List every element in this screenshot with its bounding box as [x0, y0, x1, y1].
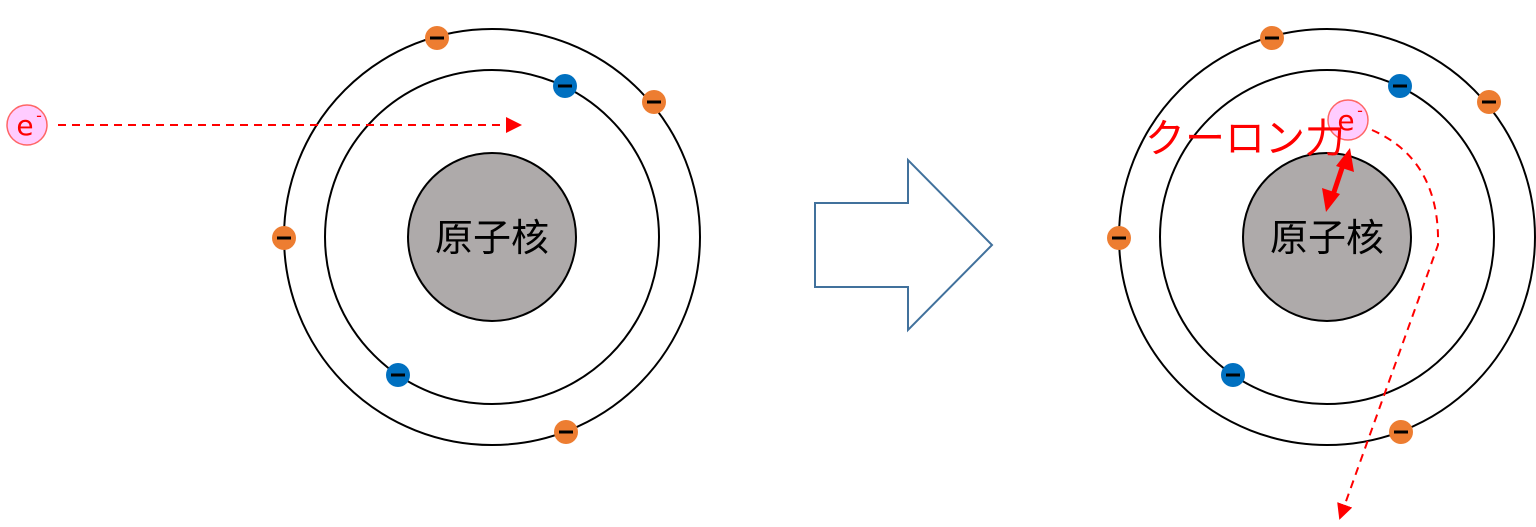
- outer-electron: [642, 90, 666, 114]
- electron-symbol: e: [16, 109, 33, 142]
- electrons-after: [1107, 26, 1501, 444]
- minus-icon: [1112, 236, 1126, 240]
- minus-icon: [1265, 36, 1279, 40]
- inner-electron: [553, 74, 577, 98]
- outer-electron: [425, 26, 449, 50]
- minus-icon: [391, 373, 405, 377]
- nucleus-label: 原子核: [1270, 216, 1384, 260]
- inner-electron: [386, 363, 410, 387]
- nucleus-label: 原子核: [435, 216, 549, 260]
- incident-electron: e -: [6, 104, 48, 146]
- atom-after: 原子核: [1118, 28, 1536, 446]
- inner-electron: [1221, 363, 1245, 387]
- minus-icon: [559, 430, 573, 434]
- outer-electron: [1389, 420, 1413, 444]
- coulomb-force-label: クーロン力: [1145, 116, 1345, 162]
- electrons-before: [272, 26, 666, 444]
- electron-charge: -: [36, 106, 42, 125]
- outer-electron: [1107, 226, 1131, 250]
- minus-icon: [1482, 100, 1496, 104]
- minus-icon: [558, 84, 572, 88]
- inner-electron: [1388, 74, 1412, 98]
- transition-arrow-icon: [814, 157, 994, 333]
- minus-icon: [1226, 373, 1240, 377]
- outer-electron: [272, 226, 296, 250]
- outer-electron: [554, 420, 578, 444]
- outer-electron: [1477, 90, 1501, 114]
- atom-before: 原子核: [283, 28, 701, 446]
- coulomb-double-arrow-icon: [1322, 148, 1354, 212]
- outer-electron: [1260, 26, 1284, 50]
- minus-icon: [277, 236, 291, 240]
- deflected-path-arrow: [1337, 129, 1440, 520]
- minus-icon: [1393, 84, 1407, 88]
- minus-icon: [430, 36, 444, 40]
- minus-icon: [647, 100, 661, 104]
- electron-symbol: e: [1337, 104, 1354, 137]
- minus-icon: [1394, 430, 1408, 434]
- scattered-electron: e -: [1327, 99, 1369, 141]
- electron-charge: -: [1357, 101, 1363, 120]
